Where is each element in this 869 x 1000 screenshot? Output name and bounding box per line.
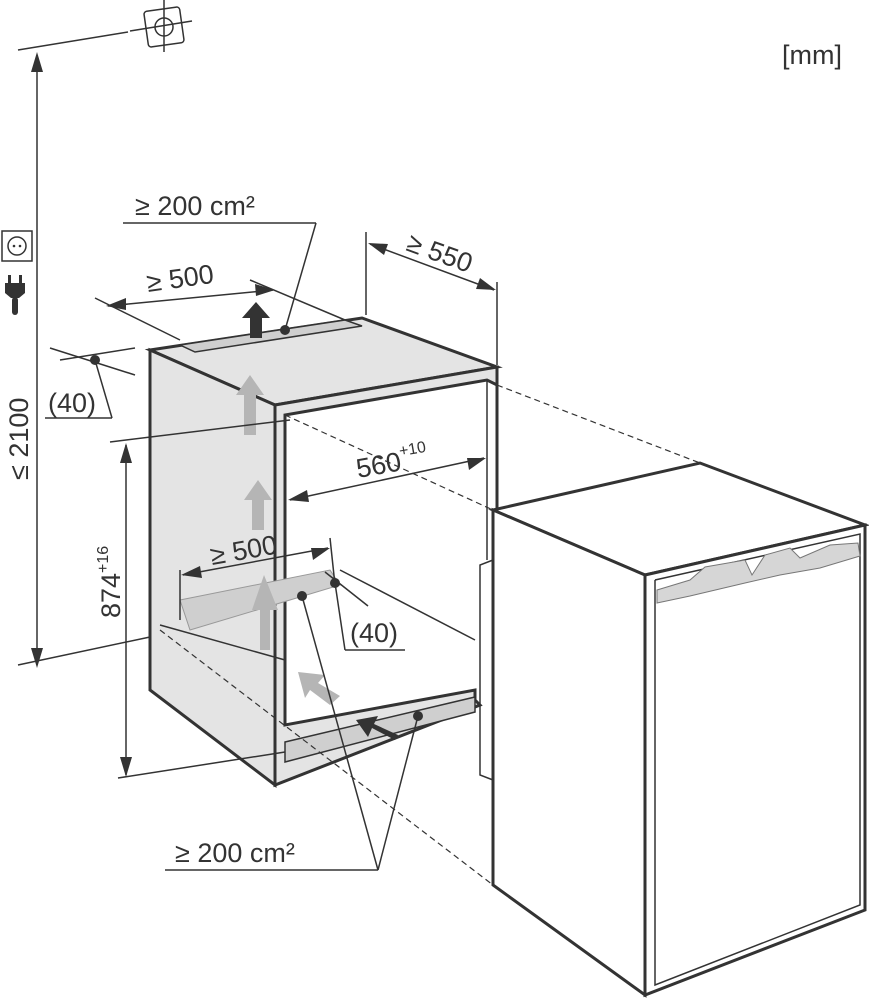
control-panel	[656, 542, 861, 604]
svg-text:560+10: 560+10	[353, 439, 430, 484]
svg-text:≥ 200 cm²: ≥ 200 cm²	[175, 838, 295, 868]
svg-text:(40): (40)	[48, 388, 96, 418]
unit-label: [mm]	[782, 40, 842, 70]
bottom-vent-dimension: ≥ 200 cm²	[165, 591, 423, 871]
niche-height-dimension: 874+16	[95, 419, 291, 779]
niche-width-tolerance: +10	[398, 439, 428, 460]
niche-width-label: 560	[354, 447, 404, 484]
niche-height-tolerance: +16	[95, 546, 112, 573]
projection-lines	[159, 384, 701, 886]
svg-text:≥ 500: ≥ 500	[145, 259, 216, 298]
plug-icon	[5, 275, 25, 315]
intake-arrow-icon	[356, 716, 398, 740]
top-offset-dimension: (40)	[45, 347, 136, 419]
appliance	[479, 461, 869, 998]
power-socket-icon	[1, 230, 33, 262]
svg-text:(40): (40)	[350, 618, 398, 648]
total-height-label: ≤ 2100	[4, 398, 34, 480]
svg-text:≥ 550: ≥ 550	[403, 227, 477, 278]
top-vent-label: ≥ 200 cm²	[135, 191, 255, 221]
wall-fixing-icon	[17, 0, 193, 52]
niche-height-label: 874	[96, 573, 126, 618]
bottom-offset-dimension: (40)	[324, 571, 405, 651]
niche-width-dimension: 560+10	[288, 439, 486, 502]
top-vent-dimension: ≥ 200 cm²	[123, 191, 317, 335]
total-height-dimension: ≤ 2100	[4, 52, 151, 668]
exhaust-arrow-icon	[242, 302, 270, 338]
svg-text:874+16: 874+16	[95, 546, 126, 618]
